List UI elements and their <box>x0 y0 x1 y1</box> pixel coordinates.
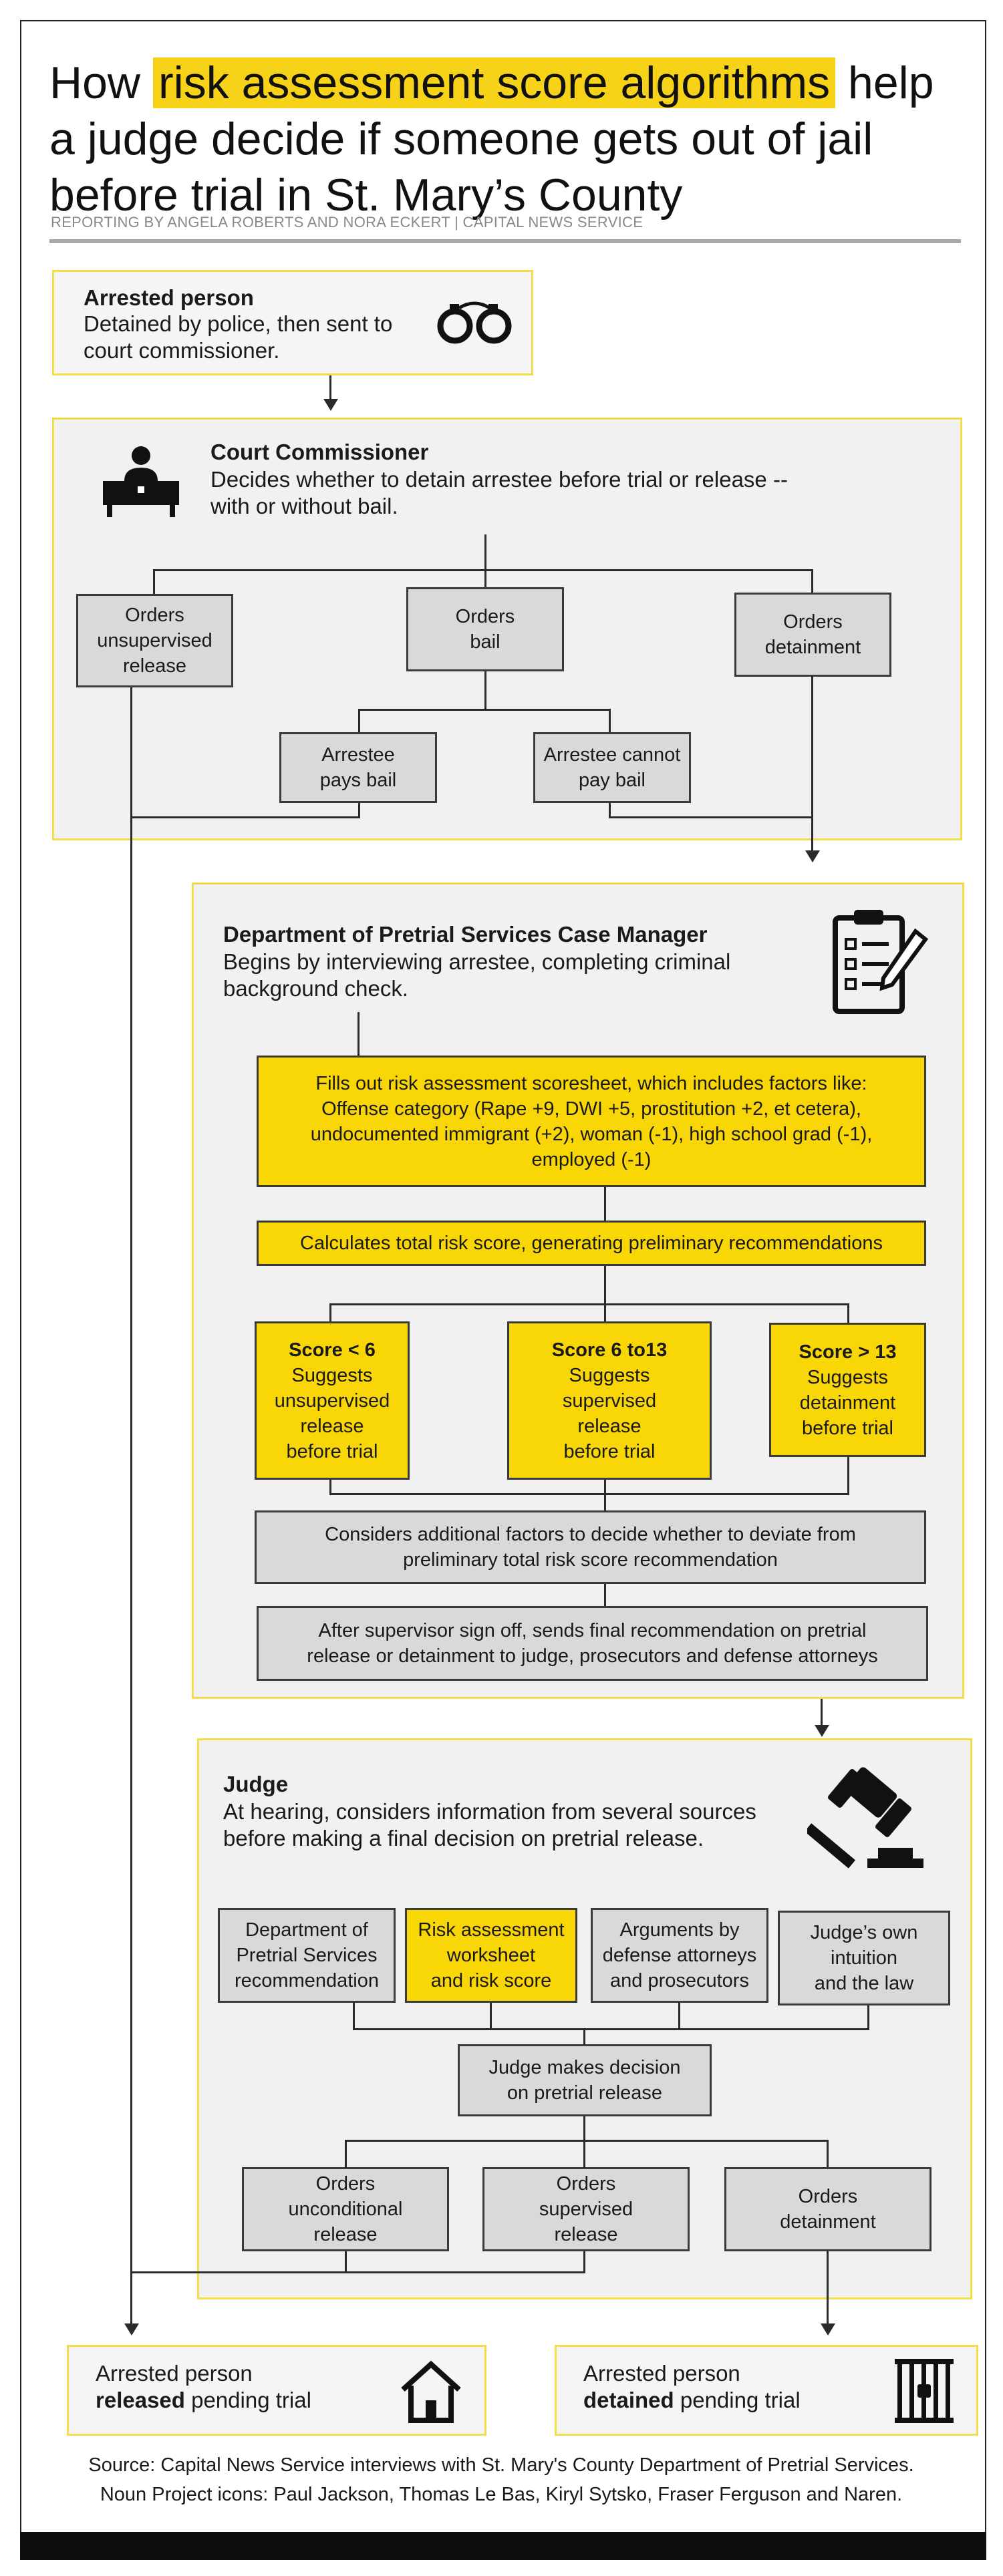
released-rest: pending trial <box>184 2388 311 2412</box>
orders-supervised-release-box: Orders supervised release <box>482 2167 690 2251</box>
arrested-title: Arrested person <box>84 285 254 310</box>
released-line1: Arrested person <box>96 2361 253 2386</box>
pretrial-title: Department of Pretrial Services Case Man… <box>223 922 708 947</box>
orders-detainment-box: Orders detainment <box>734 593 891 677</box>
pretrial-desc: Begins by interviewing arrestee, complet… <box>223 949 731 1001</box>
commissioner-desc: Decides whether to detain arrestee befor… <box>210 467 788 518</box>
byline: REPORTING BY ANGELA ROBERTS AND NORA ECK… <box>51 214 643 230</box>
source-arguments: Arguments by defense attorneys and prose… <box>591 1908 768 2003</box>
judge-decision-box: Judge makes decision on pretrial release <box>458 2044 712 2116</box>
jail-cell-icon <box>895 2359 954 2423</box>
orders-unsupervised-release-box: Orders unsupervised release <box>76 594 233 687</box>
scoresheet-box: Fills out risk assessment scoresheet, wh… <box>257 1056 926 1187</box>
judge-title: Judge <box>223 1772 289 1796</box>
footer-bar <box>20 2532 986 2560</box>
judge-desc: At hearing, considers information from s… <box>223 1799 756 1850</box>
score-under-6-label: Score < 6 <box>289 1339 376 1361</box>
commissioner-title: Court Commissioner <box>210 440 429 464</box>
arrestee-pays-bail-box: Arrestee pays bail <box>279 732 437 803</box>
final-recommendation-box: After supervisor sign off, sends final r… <box>257 1606 928 1681</box>
released-outcome: Arrested person released pending trial <box>67 2345 486 2436</box>
title-rule <box>49 239 961 243</box>
detained-bold: detained <box>583 2388 674 2412</box>
source-line1: Source: Capital News Service interviews … <box>88 2454 914 2476</box>
handcuffs-icon <box>437 301 512 344</box>
detained-line1: Arrested person <box>583 2361 740 2386</box>
desk-person-icon <box>103 446 179 517</box>
title-post: help a judge decide if someone gets out … <box>49 57 934 220</box>
gavel-icon <box>807 1767 923 1869</box>
orders-bail-box: Orders bail <box>406 587 564 671</box>
arrested-desc: Detained by police, then sent to court c… <box>84 311 393 363</box>
orders-unconditional-release-box: Orders unconditional release <box>242 2167 449 2251</box>
released-bold: released <box>96 2388 185 2412</box>
clipboard-icon <box>833 910 929 1014</box>
source-line2: Noun Project icons: Paul Jackson, Thomas… <box>100 2484 903 2505</box>
page-title: How risk assessment score algorithms hel… <box>49 55 958 223</box>
detained-outcome: Arrested person detained pending trial <box>555 2345 978 2436</box>
source-note: Source: Capital News Service interviews … <box>27 2450 976 2509</box>
calculates-score-box: Calculates total risk score, generating … <box>257 1221 926 1266</box>
house-icon <box>401 2360 461 2423</box>
title-pre: How <box>49 57 153 108</box>
score-6-to-13-label: Score 6 to13 <box>551 1339 668 1361</box>
score-over-13-label: Score > 13 <box>799 1341 897 1363</box>
title-highlight: risk assessment score algorithms <box>152 57 836 108</box>
source-risk-worksheet: Risk assessment worksheet and risk score <box>405 1908 577 2003</box>
additional-factors-box: Considers additional factors to decide w… <box>255 1510 926 1584</box>
arrested-panel: Arrested person Detained by police, then… <box>52 270 533 375</box>
source-pretrial-recommendation: Department of Pretrial Services recommen… <box>218 1908 396 2003</box>
orders-detainment-judge-box: Orders detainment <box>724 2167 932 2251</box>
detained-rest: pending trial <box>674 2388 801 2412</box>
source-judges-intuition: Judge’s own intuition and the law <box>778 1911 950 2005</box>
arrestee-cannot-pay-box: Arrestee cannot pay bail <box>533 732 691 803</box>
